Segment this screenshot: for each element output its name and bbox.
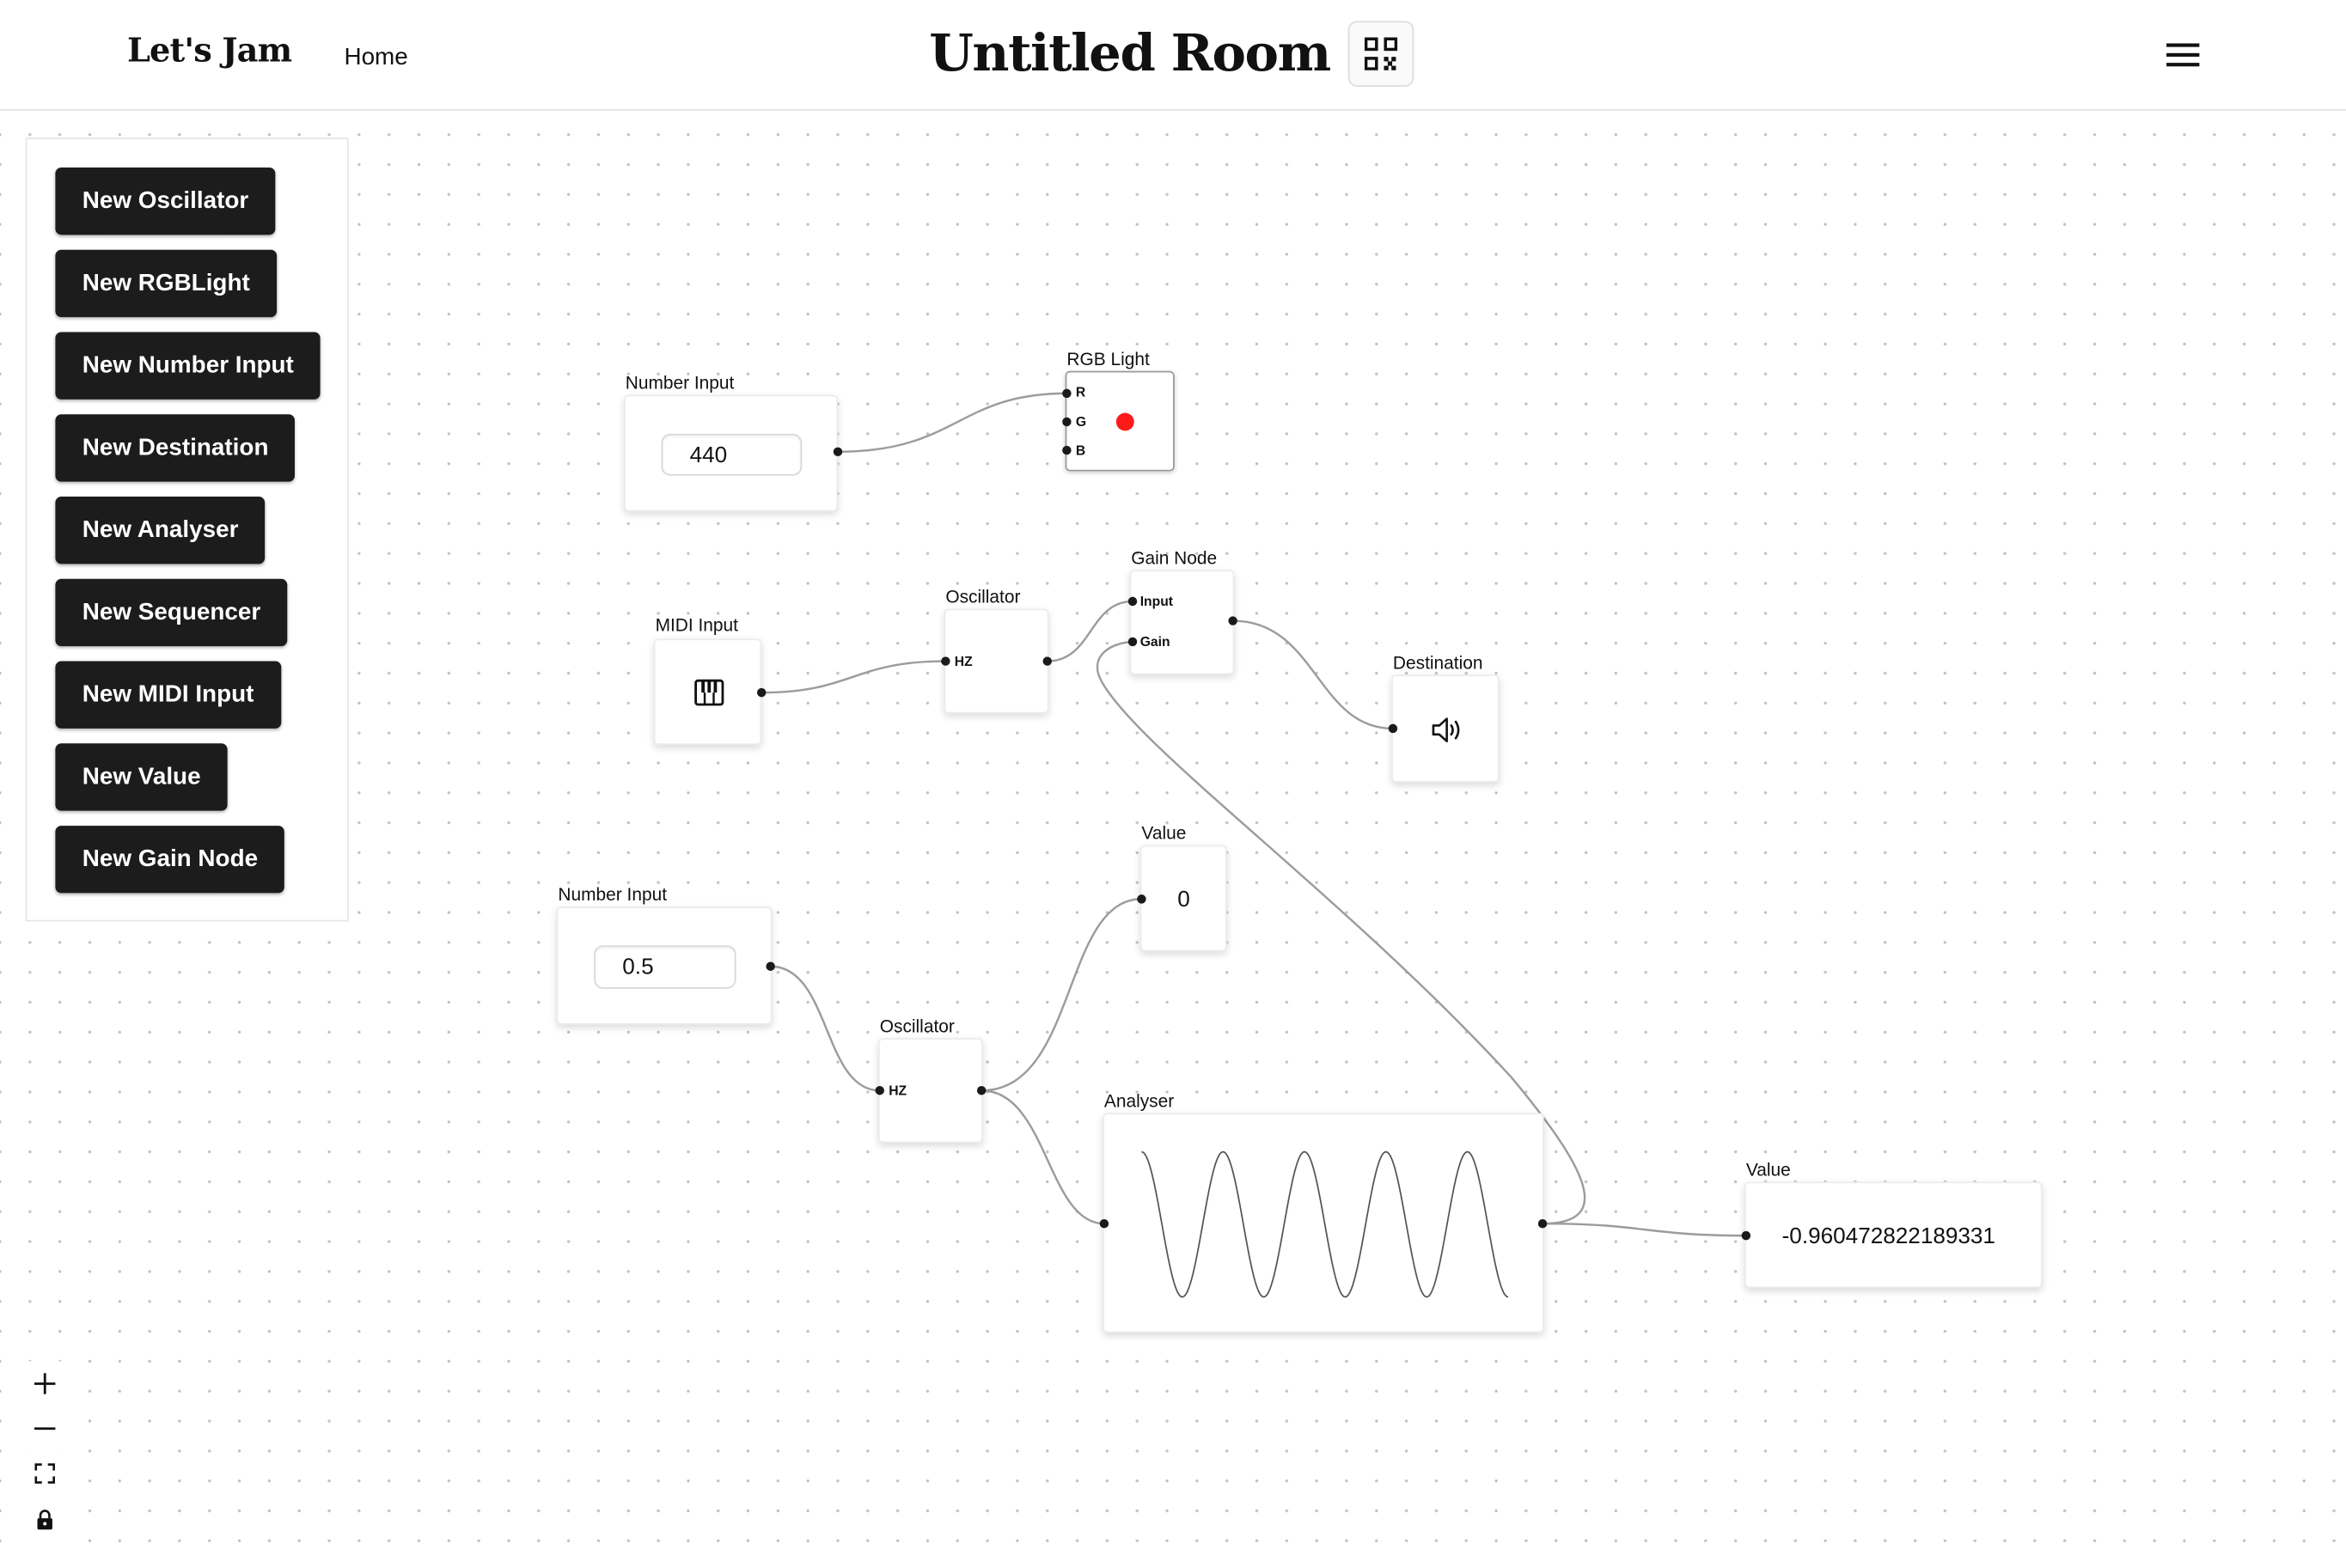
output-handle[interactable] bbox=[833, 447, 843, 457]
rgb-led-indicator bbox=[1115, 412, 1134, 431]
zoom-out-button[interactable] bbox=[21, 1406, 70, 1451]
output-handle[interactable] bbox=[756, 687, 767, 698]
port-label-gain: Gain bbox=[1139, 634, 1170, 650]
rgb-light-node[interactable] bbox=[1065, 370, 1175, 472]
oscillator-node[interactable] bbox=[944, 608, 1049, 714]
node-label: Gain Node bbox=[1131, 547, 1218, 569]
zoom-in-button[interactable] bbox=[21, 1361, 70, 1406]
output-handle[interactable] bbox=[766, 961, 775, 971]
hamburger-menu-icon[interactable] bbox=[2164, 39, 2202, 71]
node-label: Value bbox=[1141, 822, 1187, 844]
output-handle[interactable] bbox=[1228, 616, 1237, 625]
lock-icon bbox=[37, 1510, 52, 1530]
number-input-field[interactable]: 440 bbox=[661, 433, 803, 476]
node-label: MIDI Input bbox=[655, 614, 738, 636]
node-label: Oscillator bbox=[879, 1016, 955, 1037]
qr-code-button[interactable] bbox=[1347, 21, 1414, 87]
new-rgblight-button[interactable]: New RGBLight bbox=[55, 249, 278, 318]
node-label: Analyser bbox=[1103, 1090, 1175, 1112]
new-oscillator-button[interactable]: New Oscillator bbox=[55, 167, 276, 235]
port-label-b: B bbox=[1075, 442, 1086, 458]
port-label-hz: HZ bbox=[954, 653, 973, 669]
new-midi-input-button[interactable]: New MIDI Input bbox=[55, 661, 281, 729]
input-handle-r[interactable] bbox=[1062, 388, 1072, 399]
node-label: Number Input bbox=[625, 372, 735, 394]
fit-view-button[interactable] bbox=[21, 1450, 70, 1497]
node-label: Value bbox=[1745, 1159, 1791, 1181]
value-node[interactable]: 0 bbox=[1139, 845, 1227, 952]
room-title: Untitled Room bbox=[929, 23, 1331, 84]
input-handle-g[interactable] bbox=[1062, 417, 1072, 427]
input-handle[interactable] bbox=[1388, 723, 1398, 734]
analyser-node[interactable] bbox=[1103, 1113, 1544, 1333]
new-value-button[interactable]: New Value bbox=[55, 743, 228, 811]
output-handle[interactable] bbox=[1042, 656, 1052, 666]
fit-view-icon bbox=[34, 1463, 55, 1484]
top-nav: Let's Jam Home Untitled Room bbox=[0, 0, 2346, 111]
speaker-icon bbox=[1432, 717, 1460, 743]
port-label-r: R bbox=[1075, 384, 1086, 400]
input-handle-gain[interactable] bbox=[1127, 637, 1138, 647]
value-node[interactable]: -0.960472822189331 bbox=[1744, 1181, 2043, 1289]
input-handle[interactable] bbox=[1741, 1230, 1751, 1241]
number-input-node[interactable]: 0.5 bbox=[556, 906, 773, 1025]
input-handle[interactable] bbox=[1137, 894, 1146, 904]
number-input-node[interactable]: 440 bbox=[624, 394, 838, 512]
value-display: -0.960472822189331 bbox=[1781, 1223, 1995, 1249]
new-sequencer-button[interactable]: New Sequencer bbox=[55, 578, 288, 647]
input-handle-input[interactable] bbox=[1127, 596, 1138, 607]
node-label: RGB Light bbox=[1066, 348, 1150, 370]
input-handle-b[interactable] bbox=[1062, 445, 1072, 455]
waveform-display bbox=[1141, 1150, 1509, 1298]
input-handle-hz[interactable] bbox=[941, 656, 950, 666]
new-gain-node-button[interactable]: New Gain Node bbox=[55, 826, 285, 894]
qr-code-icon bbox=[1364, 37, 1398, 70]
piano-keys-icon bbox=[694, 679, 724, 706]
port-label-input: Input bbox=[1139, 594, 1173, 609]
nav-home-link[interactable]: Home bbox=[344, 45, 408, 70]
number-input-field[interactable]: 0.5 bbox=[594, 945, 736, 989]
output-handle[interactable] bbox=[1537, 1218, 1548, 1229]
midi-input-node[interactable] bbox=[653, 638, 762, 746]
plus-icon bbox=[34, 1373, 56, 1394]
brand-logo[interactable]: Let's Jam bbox=[126, 31, 292, 70]
new-analyser-button[interactable]: New Analyser bbox=[55, 497, 266, 564]
destination-node[interactable] bbox=[1391, 674, 1500, 783]
output-handle[interactable] bbox=[976, 1086, 987, 1095]
new-destination-button[interactable]: New Destination bbox=[55, 414, 296, 482]
lock-button[interactable] bbox=[21, 1497, 70, 1543]
port-label-g: G bbox=[1075, 414, 1087, 430]
node-label: Destination bbox=[1392, 652, 1483, 674]
port-label-hz: HZ bbox=[889, 1083, 907, 1098]
minus-icon bbox=[34, 1427, 56, 1431]
node-label: Number Input bbox=[558, 883, 668, 906]
new-number-input-button[interactable]: New Number Input bbox=[55, 332, 321, 400]
input-handle-hz[interactable] bbox=[875, 1086, 884, 1095]
node-label: Oscillator bbox=[945, 586, 1021, 607]
input-handle[interactable] bbox=[1099, 1218, 1109, 1229]
gain-node[interactable] bbox=[1129, 570, 1235, 675]
value-display: 0 bbox=[1177, 887, 1190, 913]
